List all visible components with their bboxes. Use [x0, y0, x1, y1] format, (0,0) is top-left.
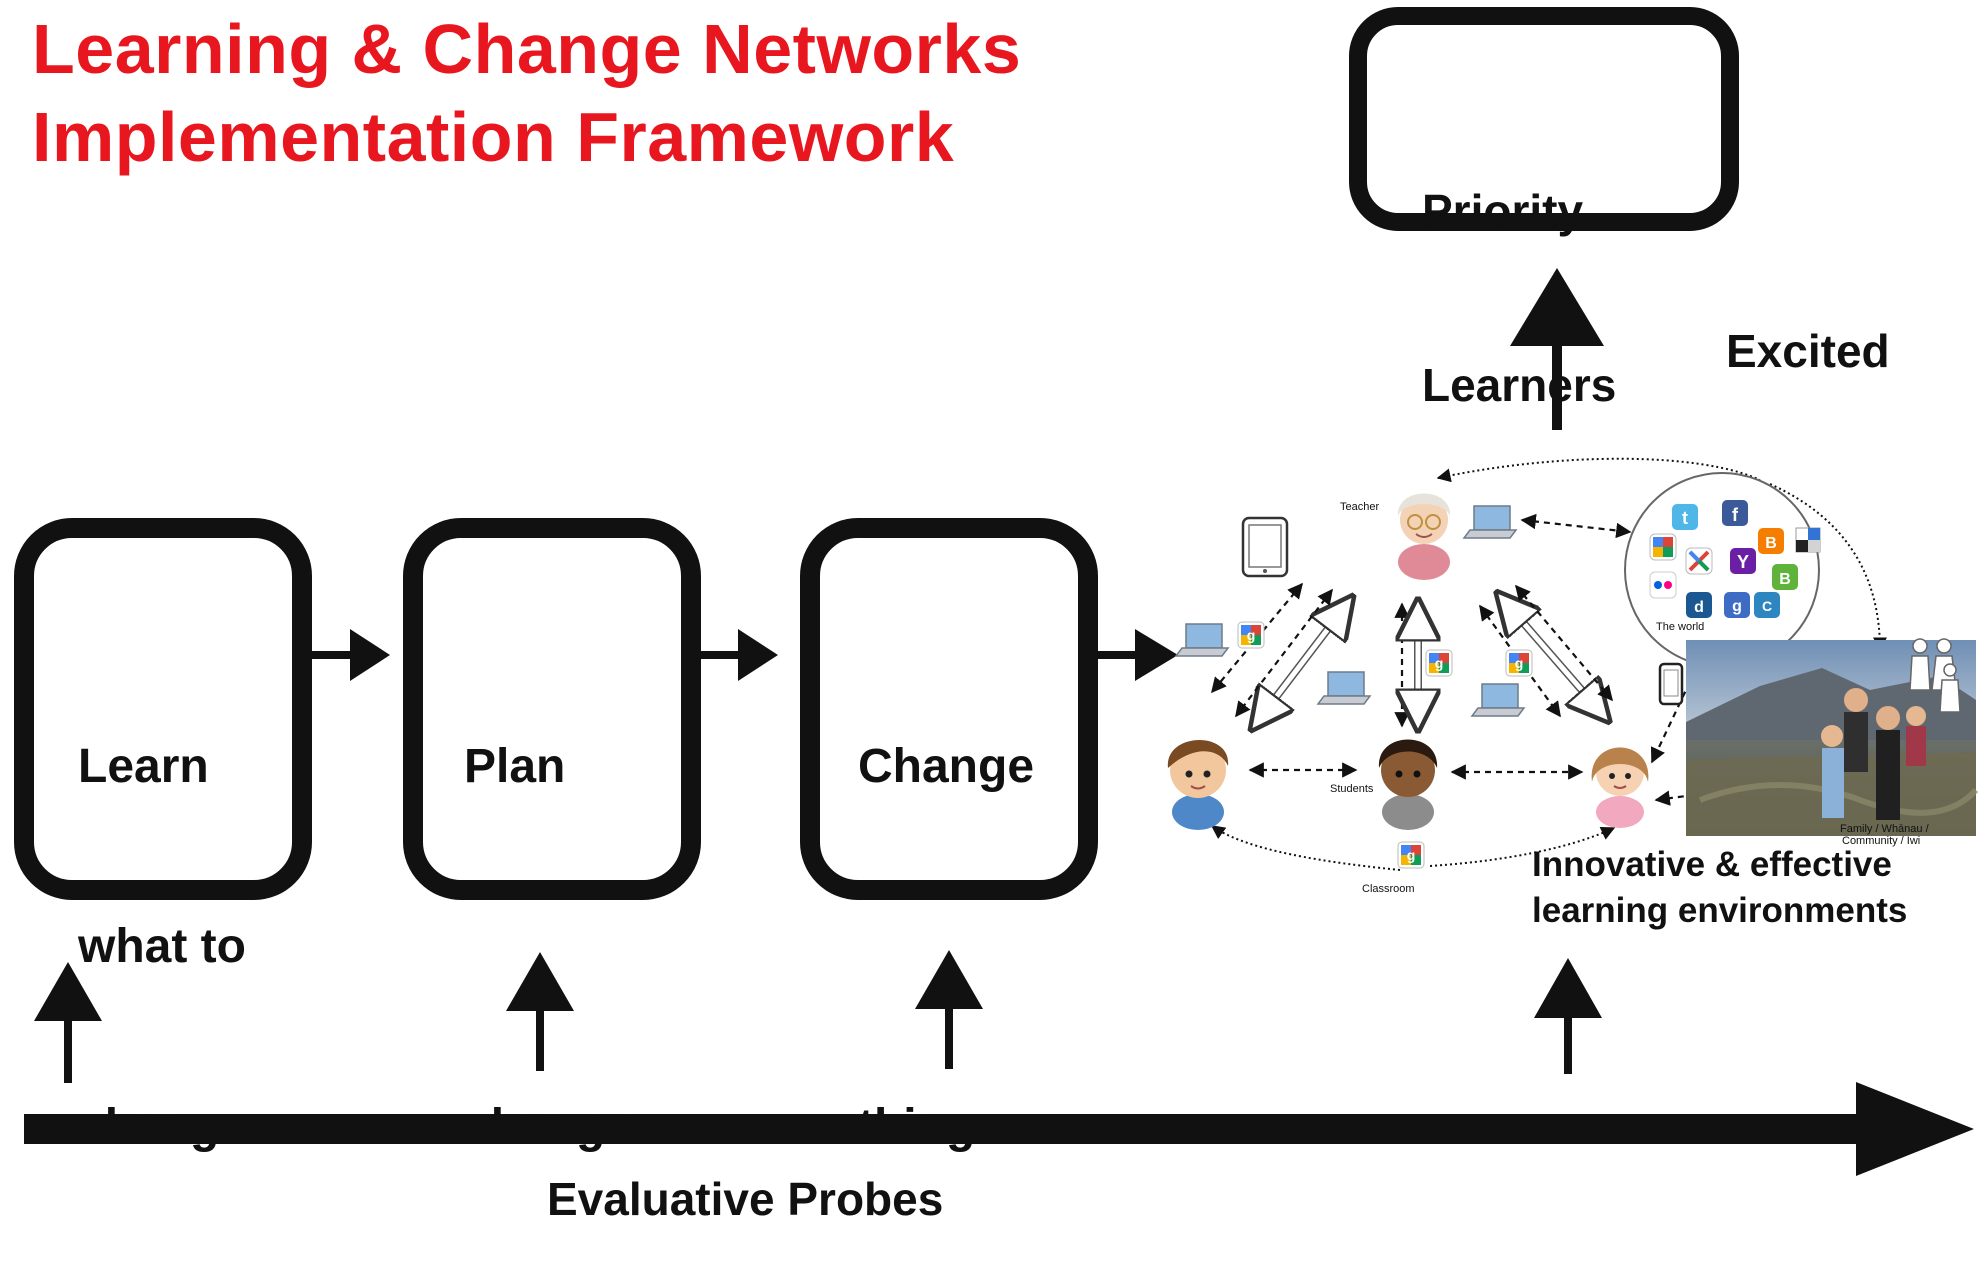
up-arrow-priority	[1510, 268, 1604, 430]
stage-label-line: Learn	[78, 740, 209, 793]
probe-arrow-1	[34, 962, 102, 1083]
timeline-arrow	[24, 1082, 1974, 1176]
svg-text:B: B	[1765, 535, 1777, 552]
twitter-icon: t	[1672, 504, 1698, 530]
title-line-1: Learning & Change Networks	[32, 10, 1022, 88]
stage-label-change: Change things	[858, 617, 1034, 1277]
svg-text:g: g	[1515, 655, 1524, 671]
google-icon: g	[1425, 649, 1453, 677]
yahoo-icon: Y	[1730, 548, 1756, 574]
facebook-icon: f	[1722, 500, 1748, 526]
laptop-icon	[1316, 671, 1372, 705]
stage-label-line: what to	[78, 920, 246, 973]
gmail-icon	[1685, 547, 1713, 575]
stage-label-line: things	[858, 1100, 1002, 1153]
phone-icon	[1658, 662, 1684, 706]
google-icon: g	[1397, 841, 1425, 869]
flow-arrow-2	[699, 629, 778, 681]
svg-text:g: g	[1732, 598, 1742, 615]
svg-text:Y: Y	[1737, 552, 1749, 572]
svg-text:g: g	[1435, 655, 1444, 671]
stage-box-change	[800, 518, 1098, 900]
classroom-label: Classroom	[1362, 883, 1415, 895]
stage-label-plan: Plan change	[464, 617, 632, 1277]
flickr-icon	[1649, 571, 1677, 599]
svg-text:g: g	[1407, 847, 1416, 863]
priority-box	[1349, 7, 1739, 231]
world-circle: t f B Y B d g C The world	[1624, 472, 1821, 668]
laptop-icon	[1174, 623, 1230, 657]
students-label: Students	[1330, 783, 1374, 795]
google-plus-icon: g	[1724, 592, 1750, 618]
bebo-icon: B	[1772, 564, 1798, 590]
priority-label: Priority Learners	[1422, 66, 1616, 530]
excited-label: Excited	[1726, 325, 1890, 377]
google-icon: g	[1237, 621, 1265, 649]
probe-arrow-2	[506, 952, 574, 1071]
stage-label-learn: Learn what to change	[78, 617, 246, 1277]
svg-text:C: C	[1762, 598, 1772, 614]
world-label: The world	[1656, 621, 1704, 633]
family-photo: Family / Whānau / Community / Iwi	[1686, 640, 1979, 847]
svg-text:B: B	[1779, 571, 1791, 588]
tiny-icon: C	[1754, 592, 1780, 618]
svg-text:g: g	[1247, 627, 1256, 643]
laptop-icon	[1462, 505, 1518, 539]
probes-label: Evaluative Probes	[547, 1173, 944, 1225]
priority-label-line: Priority	[1422, 185, 1584, 237]
blogger-icon: B	[1758, 528, 1784, 554]
probe-arrow-3	[915, 950, 983, 1069]
google-icon	[1649, 533, 1677, 561]
svg-text:d: d	[1694, 599, 1704, 616]
student-avatar-boy	[1167, 739, 1229, 830]
priority-label-line: Learners	[1422, 359, 1617, 411]
teacher-avatar	[1397, 493, 1451, 580]
flow-arrow-3	[1096, 629, 1178, 681]
student-avatar-girl	[1591, 747, 1649, 828]
stage-box-learn	[14, 518, 312, 900]
tablet-icon	[1241, 516, 1289, 578]
stage-label-line: change	[78, 1100, 247, 1153]
stage-label-line: Change	[858, 740, 1035, 793]
svg-text:t: t	[1682, 508, 1688, 528]
framework-diagram: Learning & Change Networks Implementatio…	[14, 7, 1979, 1225]
student-avatar-middle	[1378, 739, 1438, 830]
environment-caption-line1: Innovative & effective	[1532, 845, 1892, 884]
stage-label-line	[464, 917, 632, 977]
stage-label-line	[858, 917, 1034, 977]
flow-arrow-1	[310, 629, 390, 681]
family-label-line2: Community / Iwi	[1842, 835, 1920, 847]
title-line-2: Implementation Framework	[32, 98, 955, 176]
people-silhouette-icon	[1939, 663, 1961, 713]
probe-arrow-4	[1534, 958, 1602, 1074]
family-label-line1: Family / Whānau /	[1840, 823, 1930, 835]
stage-box-plan	[403, 518, 701, 900]
stage-label-line: change	[464, 1100, 633, 1153]
environment-caption: Innovative & effective learning environm…	[1532, 842, 1907, 934]
digg-icon: d	[1686, 592, 1712, 618]
delicious-icon	[1795, 527, 1821, 553]
stage-label-line: Plan	[464, 740, 566, 793]
svg-text:f: f	[1732, 505, 1739, 525]
diagram-graphics: g g g g	[14, 7, 1979, 1176]
network-illustration: g g g g	[1167, 457, 1979, 895]
environment-caption-line2: learning environments	[1532, 891, 1908, 930]
teacher-label: Teacher	[1340, 501, 1379, 513]
google-icon: g	[1505, 649, 1533, 677]
laptop-icon	[1470, 683, 1526, 717]
